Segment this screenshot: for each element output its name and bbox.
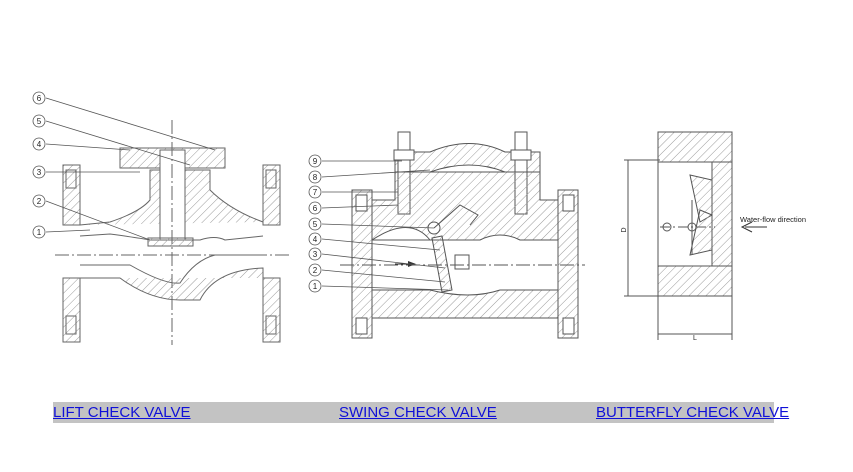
lift-disc <box>147 237 194 247</box>
swing-nut <box>510 149 532 161</box>
lift-bolt <box>265 315 277 335</box>
lift-callout-label: 2 <box>37 197 42 206</box>
butterfly-flow-arrow <box>740 221 767 233</box>
swing-callouts <box>308 154 449 293</box>
swing-callout-circle <box>308 232 322 246</box>
butterfly-seat <box>711 161 733 267</box>
lift-passage <box>80 254 263 284</box>
swing-callout-circle <box>308 170 322 184</box>
swing-leader-8 <box>321 169 431 178</box>
lift-leader-5 <box>45 120 191 166</box>
swing-disc <box>431 235 453 293</box>
swing-right-flange <box>557 189 579 339</box>
lift-bolt <box>65 169 77 189</box>
swing-nut <box>393 149 415 161</box>
swing-body-lower <box>371 289 559 319</box>
lift-check-valve-drawing <box>55 120 290 345</box>
swing-callout-label: 2 <box>313 266 318 275</box>
butterfly-plate-lower <box>689 209 713 256</box>
butterfly-dim-l-label: L <box>693 335 697 342</box>
swing-callout-circle <box>308 247 322 261</box>
lift-bolt <box>265 169 277 189</box>
lift-check-valve-caption[interactable]: LIFT CHECK VALVE <box>53 404 191 421</box>
swing-leader-2 <box>321 269 446 283</box>
lift-callouts <box>32 91 216 241</box>
swing-leader-1 <box>321 285 449 291</box>
swing-body-upper <box>371 171 559 241</box>
swing-bolt <box>562 194 575 212</box>
swing-callout-label: 9 <box>313 157 318 166</box>
lift-bolt <box>65 315 77 335</box>
swing-callout-label: 8 <box>313 173 318 182</box>
swing-bolt <box>562 317 575 335</box>
swing-callout-label: 3 <box>313 250 318 259</box>
swing-bonnet-inner <box>429 164 506 173</box>
swing-leader-3 <box>321 253 446 269</box>
lift-callout-circle <box>32 225 46 239</box>
swing-leader-6 <box>321 204 399 209</box>
lift-callout-circle <box>32 194 46 208</box>
lift-callout-label: 1 <box>37 228 42 237</box>
swing-bolt <box>355 194 368 212</box>
butterfly-body-bottom <box>657 265 733 297</box>
swing-leader-5 <box>321 223 435 229</box>
swing-callout-circle <box>308 185 322 199</box>
lift-leader-6 <box>45 97 216 151</box>
swing-callout-circle <box>308 263 322 277</box>
swing-callout-circle <box>308 217 322 231</box>
lift-callout-label: 3 <box>37 168 42 177</box>
swing-callout-circle <box>308 279 322 293</box>
lift-callout-circle <box>32 137 46 151</box>
swing-check-valve-caption[interactable]: SWING CHECK VALVE <box>339 404 497 421</box>
swing-callout-circle <box>308 201 322 215</box>
lift-callout-circle <box>32 91 46 105</box>
swing-callout-circle <box>308 154 322 168</box>
lift-callout-circle <box>32 165 46 179</box>
swing-check-valve-drawing <box>340 131 585 339</box>
lift-callout-label: 4 <box>37 140 42 149</box>
swing-callout-label: 7 <box>313 188 318 197</box>
swing-callout-label: 5 <box>313 220 318 229</box>
lift-callout-circle <box>32 114 46 128</box>
caption-bar <box>53 402 774 423</box>
butterfly-dim-d-label: D <box>621 227 628 232</box>
swing-callout-label: 4 <box>313 235 318 244</box>
butterfly-flow-label: Water-flow direction <box>740 215 806 224</box>
lift-callout-label: 6 <box>37 94 42 103</box>
butterfly-body-top <box>657 131 733 163</box>
swing-bolt <box>355 317 368 335</box>
swing-hinge-arm <box>433 204 479 229</box>
lift-leader-2 <box>45 200 151 241</box>
lift-callout-label: 5 <box>37 117 42 126</box>
lift-leader-1 <box>45 229 91 233</box>
lift-leader-4 <box>45 143 131 151</box>
swing-leader-4 <box>321 238 441 251</box>
swing-callout-label: 1 <box>313 282 318 291</box>
butterfly-check-valve-drawing <box>624 131 767 340</box>
swing-left-flange <box>351 189 373 339</box>
butterfly-check-valve-caption[interactable]: BUTTERFLY CHECK VALVE <box>596 404 790 421</box>
swing-disc-nut <box>454 254 470 270</box>
swing-callout-label: 6 <box>313 204 318 213</box>
